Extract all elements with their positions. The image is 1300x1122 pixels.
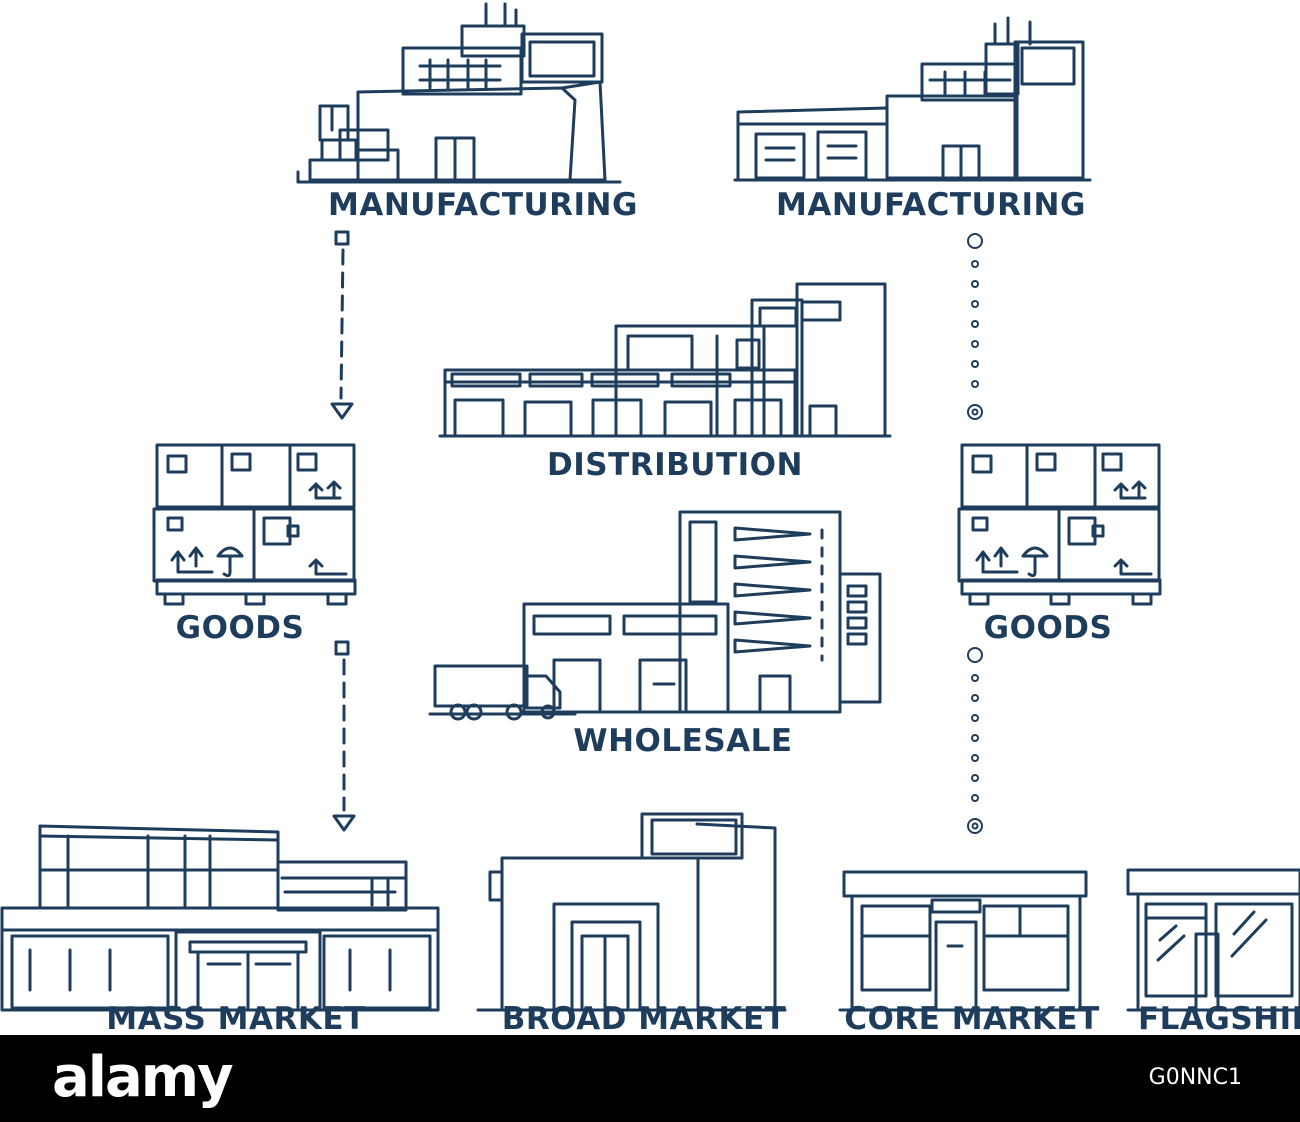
core-market-label: CORE MARKET xyxy=(844,1001,1100,1037)
manufacturing-left-label: MANUFACTURING xyxy=(328,187,638,223)
broad-market-label: BROAD MARKET xyxy=(501,1001,787,1037)
goods-left-label: GOODS xyxy=(175,610,305,646)
broad-market-store-icon xyxy=(476,812,787,1012)
distribution-building-icon xyxy=(438,282,892,438)
supply-chain-diagram xyxy=(0,2,1300,1012)
goods-right-label: GOODS xyxy=(983,610,1113,646)
alamy-logo: alamy xyxy=(52,1045,234,1110)
wholesale-building-icon xyxy=(428,510,882,721)
watermark-footer: alamy G0NNC1 xyxy=(0,1035,1300,1122)
manufacturing-right-label: MANUFACTURING xyxy=(776,187,1086,223)
mass-market-label: MASS MARKET xyxy=(106,1001,366,1037)
flagship-label: FLAGSHIP xyxy=(1138,1001,1300,1037)
flagship-store-icon xyxy=(1126,868,1300,1012)
goods-right-boxes-icon xyxy=(957,443,1162,606)
goods-left-boxes-icon xyxy=(152,443,357,606)
manufacturing-right-building-icon xyxy=(733,16,1092,182)
dotted-flow-arrow-right xyxy=(967,233,983,834)
dashed-flow-arrow-left xyxy=(330,230,356,832)
mass-market-store-icon xyxy=(0,824,440,1012)
core-market-store-icon xyxy=(838,870,1092,1012)
manufacturing-left-building-icon xyxy=(296,2,622,184)
wholesale-label: WHOLESALE xyxy=(573,723,793,759)
distribution-label: DISTRIBUTION xyxy=(547,447,803,483)
image-code: G0NNC1 xyxy=(1148,1065,1242,1090)
